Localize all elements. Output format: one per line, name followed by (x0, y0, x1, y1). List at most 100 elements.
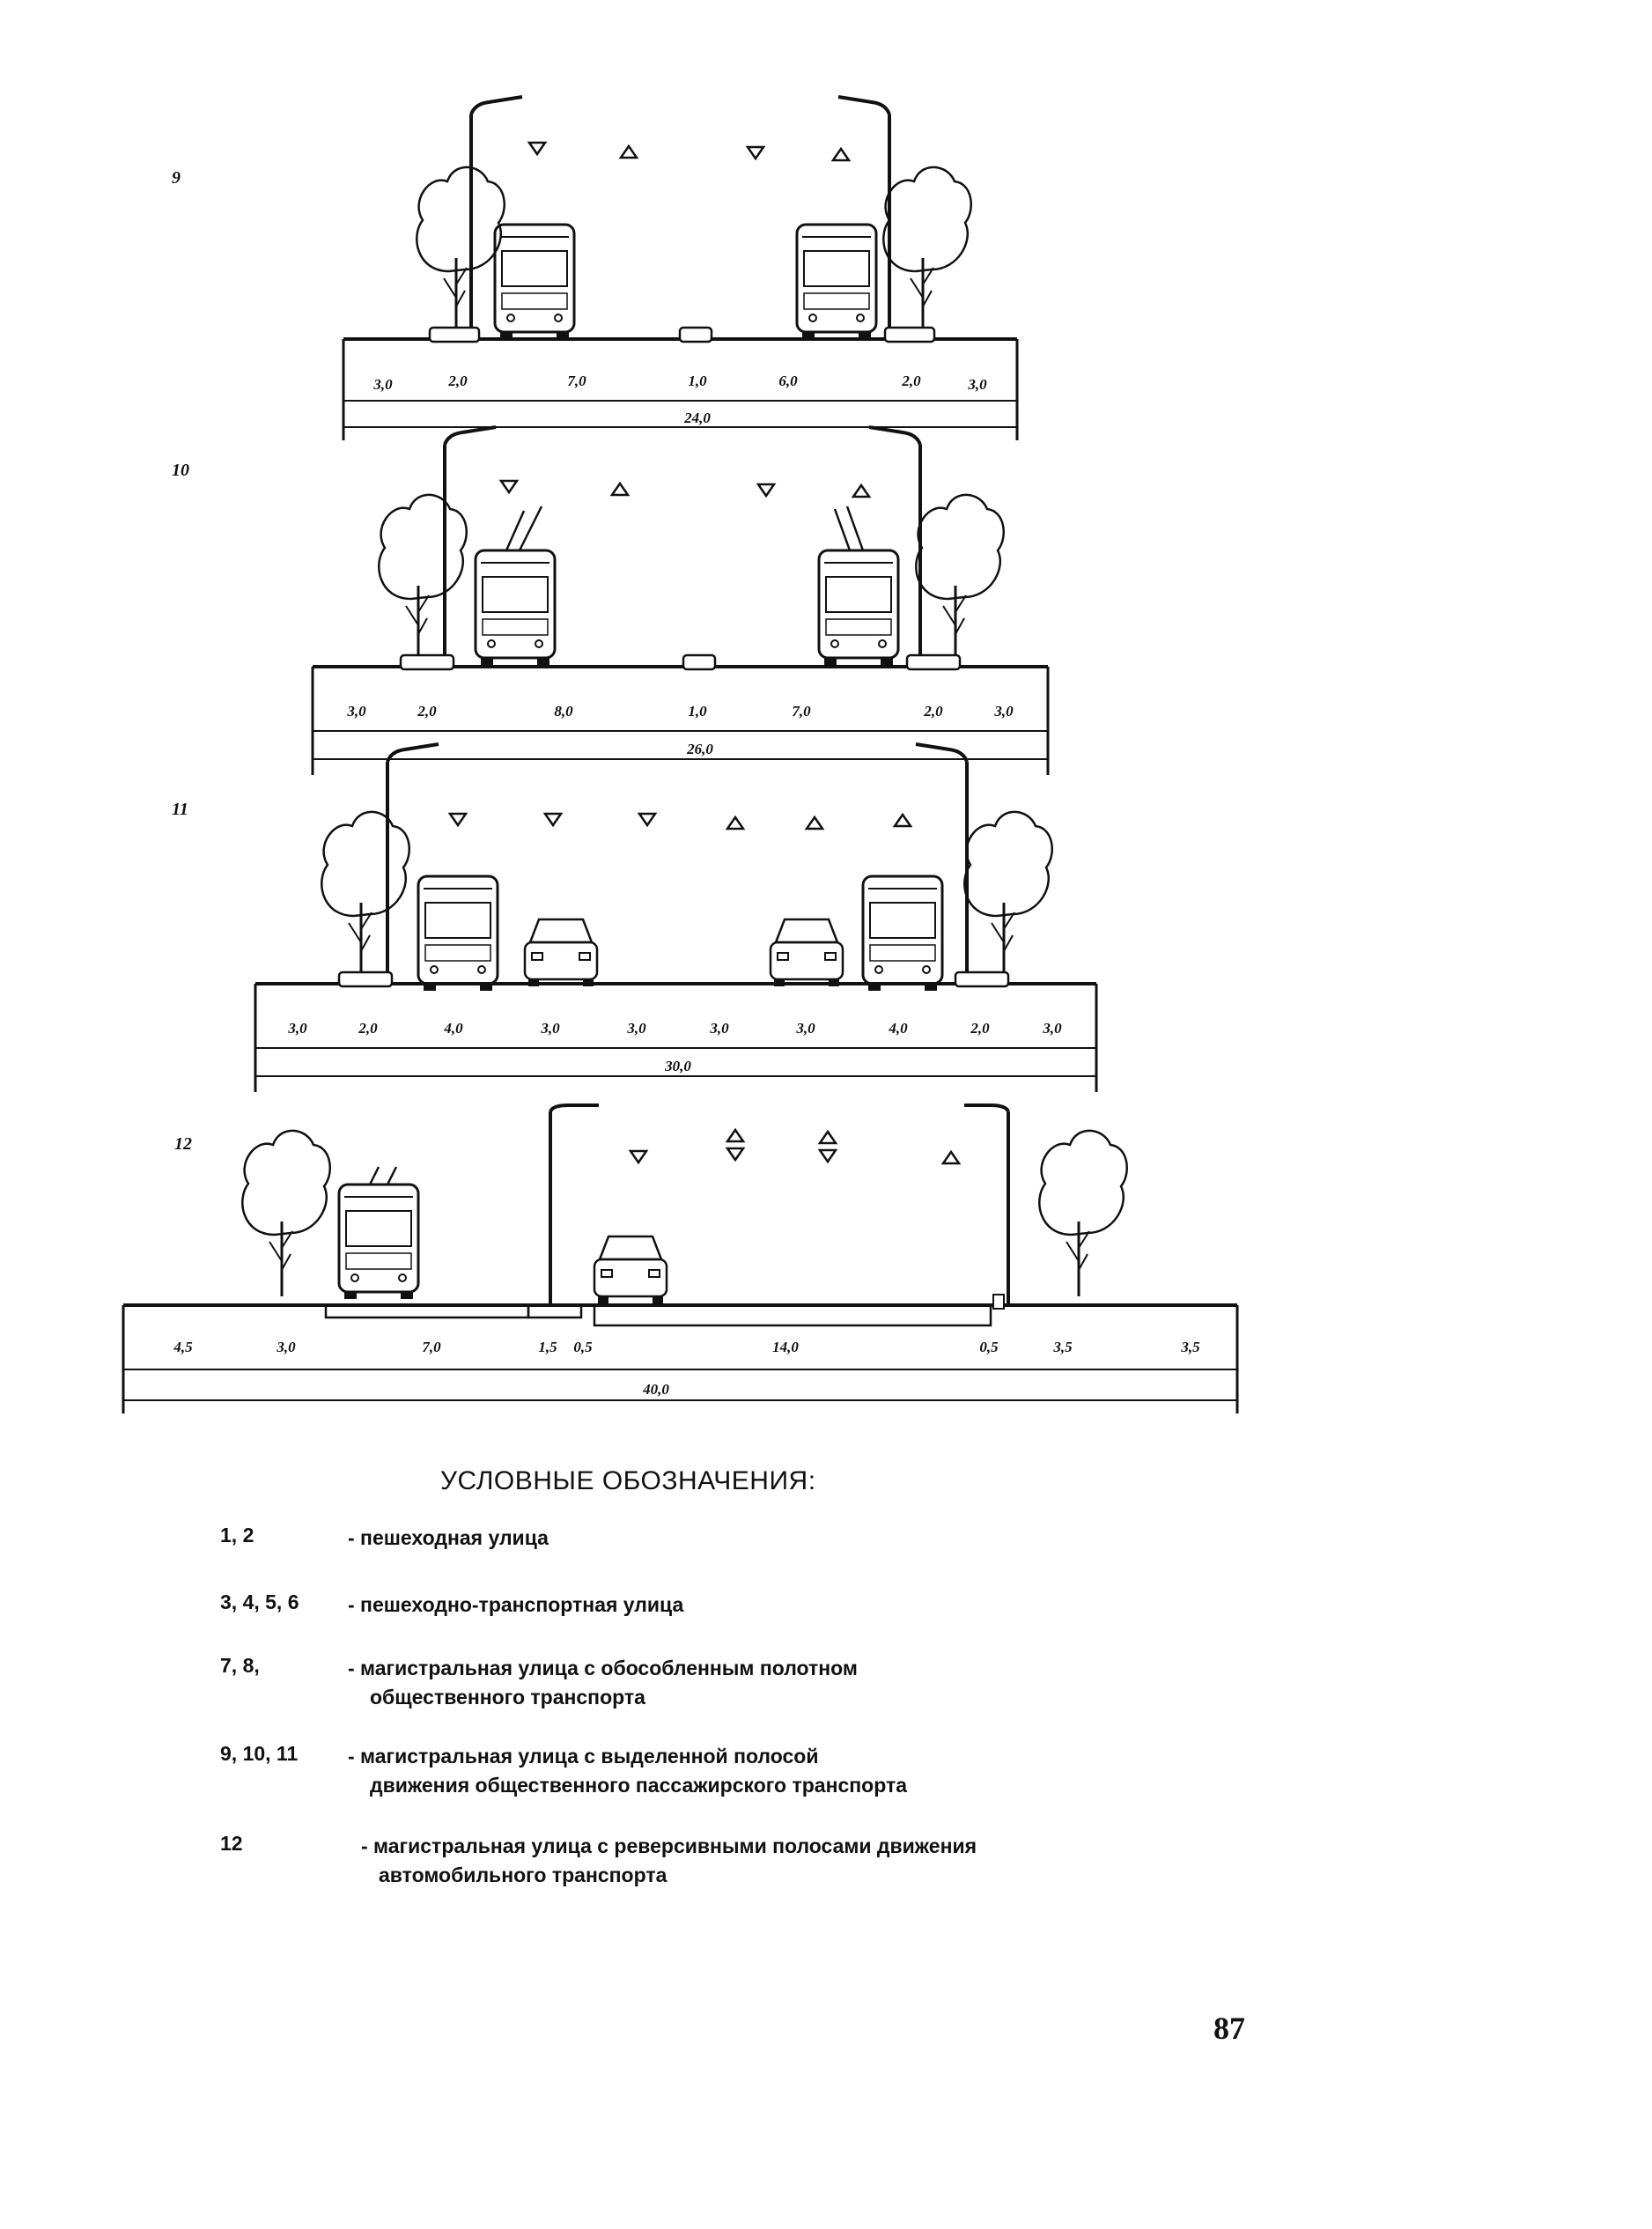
lane-width-label: 3,0 (1042, 1020, 1062, 1037)
street-lamp-icon (469, 95, 524, 336)
total-width-label: 40,0 (642, 1381, 669, 1398)
lane-signal-icon (448, 812, 468, 827)
reversible-lane-signal-icon (726, 1128, 745, 1143)
lane-width-label: 3,5 (1180, 1339, 1200, 1355)
section-number: 12 (174, 1134, 192, 1154)
cross-section-11: 11 3,0 2,0 (172, 742, 1098, 1092)
lane-width-label: 14,0 (772, 1339, 799, 1355)
legend-description: движения общественного пассажирского тра… (370, 1774, 908, 1797)
lane-width-label: 3,0 (276, 1339, 296, 1355)
car-icon (593, 1235, 668, 1305)
lane-width-label: 6,0 (778, 373, 798, 389)
tree-icon (962, 810, 1054, 979)
vehicles-and-trees (240, 1103, 1129, 1305)
cross-section-10: 10 3,0 2,0 8,0 (172, 425, 1050, 775)
lane-signal-icon (629, 1149, 648, 1164)
lane-width-label: 2,0 (447, 373, 468, 389)
lane-width-label: 2,0 (358, 1020, 378, 1037)
lane-width-label: 3,0 (967, 376, 987, 393)
legend-keys: 9, 10, 11 (220, 1742, 299, 1765)
lane-signal-icon (805, 816, 824, 830)
vehicles-and-trees (377, 425, 1006, 667)
legend-description: - магистральная улица с реверсивными пол… (361, 1834, 977, 1857)
lane-width-label: 3,0 (709, 1020, 729, 1037)
street-lamp-icon (386, 742, 440, 984)
lane-signal-icon (499, 479, 519, 494)
lane-signal-icon (726, 816, 745, 830)
lane-width-label: 8,0 (554, 703, 573, 720)
total-width-label: 26,0 (686, 741, 713, 757)
lane-signal-icon (831, 147, 851, 162)
lane-signal-icon (941, 1150, 961, 1165)
vehicles-and-trees (415, 95, 973, 341)
bus-icon (861, 875, 944, 993)
lane-width-label: 7,0 (567, 373, 586, 389)
lane-width-label: 4,5 (173, 1339, 193, 1355)
lane-signal-icon (638, 812, 657, 827)
legend-keys: 3, 4, 5, 6 (220, 1591, 299, 1613)
section-number: 10 (172, 461, 189, 480)
reversible-lane-signal-icon (818, 1130, 837, 1145)
tree-icon (1037, 1129, 1129, 1298)
legend-description: - магистральная улица с обособленным пол… (348, 1657, 858, 1679)
lane-width-label: 7,0 (422, 1339, 441, 1355)
street-lamp-icon (867, 425, 922, 667)
vehicles-and-trees (320, 742, 1054, 993)
reversible-lane-signal-icon (726, 1147, 745, 1162)
reversible-lane-signal-icon (818, 1148, 837, 1163)
bus-icon (493, 223, 576, 341)
tree-icon (377, 493, 468, 662)
lane-width-label: 1,0 (688, 373, 707, 389)
page-number: 87 (1213, 2011, 1245, 2046)
lane-width-label: 1,5 (538, 1339, 557, 1355)
cross-section-9: 9 3,0 2,0 7,0 1,0 6 (172, 95, 1019, 440)
lane-signal-icon (756, 483, 776, 498)
car-icon (769, 918, 844, 988)
tree-icon (914, 493, 1006, 662)
lane-signal-icon (610, 482, 630, 497)
lane-width-label: 2,0 (970, 1020, 990, 1037)
bus-icon (417, 875, 499, 993)
lane-signal-icon (852, 483, 871, 498)
legend-keys: 12 (220, 1832, 243, 1855)
lane-widths: 3,0 2,0 4,0 3,0 3,0 3,0 3,0 4,0 2,0 3,0 … (287, 1020, 1062, 1074)
tree-icon (320, 810, 411, 979)
legend-description: автомобильного транспорта (379, 1864, 667, 1886)
legend-description: - пешеходная улица (348, 1526, 549, 1549)
lane-signal-icon (543, 812, 563, 827)
street-lamp-icon (837, 95, 891, 336)
tree-icon (240, 1129, 332, 1298)
car-icon (523, 918, 599, 988)
lane-width-label: 3,0 (287, 1020, 307, 1037)
lane-width-label: 3,5 (1052, 1339, 1073, 1355)
trolleybus-icon (817, 549, 900, 667)
lane-width-label: 3,0 (626, 1020, 646, 1037)
street-lamp-icon (443, 425, 498, 667)
lane-signal-icon (619, 144, 638, 159)
section-number: 9 (172, 168, 181, 188)
legend-description: - магистральная улица с выделенной полос… (348, 1745, 819, 1768)
lane-width-label: 3,0 (346, 703, 366, 720)
legend-description: - пешеходно-транспортная улица (348, 1593, 684, 1616)
tree-icon (881, 166, 973, 335)
lane-width-label: 7,0 (792, 703, 811, 720)
lane-width-label: 2,0 (923, 703, 943, 720)
street-profile (311, 653, 1050, 775)
lane-widths: 3,0 2,0 8,0 1,0 7,0 2,0 3,0 26,0 (346, 703, 1014, 757)
lane-width-label: 3,0 (795, 1020, 815, 1037)
lane-width-label: 2,0 (901, 373, 921, 389)
lane-width-label: 3,0 (540, 1020, 560, 1037)
lane-widths: 4,5 3,0 7,0 1,5 0,5 14,0 0,5 3,5 3,5 40,… (173, 1339, 1200, 1398)
cross-section-12: 12 (122, 1103, 1239, 1413)
lane-signal-icon (893, 813, 912, 828)
street-profile (342, 326, 1019, 440)
legend-keys: 1, 2 (220, 1524, 254, 1546)
section-number: 11 (172, 800, 188, 819)
lane-width-label: 3,0 (993, 703, 1014, 720)
street-profile (122, 1294, 1239, 1413)
trolleybus-icon (474, 549, 557, 667)
lane-width-label: 0,5 (573, 1339, 593, 1355)
lane-width-label: 3,0 (372, 376, 393, 393)
lane-signal-icon (527, 141, 547, 156)
